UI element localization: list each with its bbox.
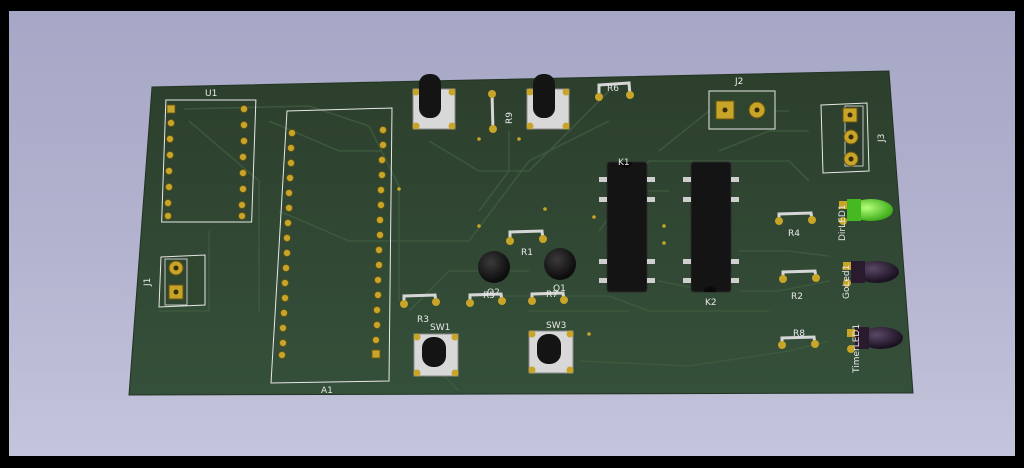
a1-label: A1 (321, 386, 333, 396)
r3-label: R3 (417, 315, 429, 325)
timer-led[interactable]: TimerLED1 (847, 324, 903, 374)
vias (397, 137, 666, 336)
r9-resistor[interactable]: R9 (488, 90, 515, 133)
r3-resistor[interactable]: R3 (400, 293, 440, 325)
a1-module-header[interactable]: A1 (270, 107, 393, 396)
r8-label: R8 (793, 329, 805, 339)
goled-label: GoLed1 (842, 265, 852, 299)
j3-label: J3 (877, 134, 887, 143)
r2-label: R2 (791, 292, 803, 302)
top-switch-right[interactable] (526, 74, 570, 130)
r9-label: R9 (505, 112, 515, 124)
k2-label: K2 (705, 298, 717, 308)
pcb-render[interactable]: U1 (9, 11, 1015, 456)
a1-right-pads (371, 126, 387, 359)
dirled-label: DirLED1 (838, 205, 848, 242)
q1-label: Q1 (553, 284, 566, 294)
r2-resistor[interactable]: R2 (779, 269, 820, 302)
q1-transistor[interactable]: Q1 (544, 248, 576, 294)
r4-label: R4 (788, 229, 800, 239)
r8-resistor[interactable]: R8 (778, 329, 819, 349)
3d-viewport[interactable]: U1 (9, 11, 1015, 456)
k2-relay-ic[interactable]: K2 (683, 161, 739, 308)
sw3-label: SW3 (546, 321, 566, 331)
r6-label: R6 (607, 84, 619, 94)
sw1-button[interactable]: SW1 (413, 323, 459, 377)
timerled-label: TimerLED1 (852, 324, 862, 374)
j2-label: J2 (734, 77, 743, 87)
u1-right-pads (238, 105, 248, 220)
k1-label: K1 (618, 158, 630, 168)
j2-connector[interactable]: J2 (708, 77, 776, 130)
r6-resistor[interactable]: R6 (595, 81, 634, 101)
r1-resistor[interactable]: R1 (506, 229, 547, 258)
j1-connector[interactable]: J1 (143, 254, 206, 308)
j3-connector[interactable]: J3 (820, 102, 887, 174)
k1-relay-ic[interactable]: K1 (599, 158, 655, 293)
r5-label: R5 (483, 291, 495, 301)
r7-resistor[interactable]: R7 (528, 290, 568, 305)
dir-led[interactable]: DirLED1 (838, 199, 893, 241)
sw3-button[interactable]: SW3 (528, 321, 574, 374)
u1-dip-socket[interactable]: U1 (161, 89, 257, 223)
sw1-label: SW1 (430, 323, 450, 333)
r1-label: R1 (521, 248, 533, 258)
u1-label: U1 (205, 89, 217, 99)
r5-resistor[interactable]: R5 (466, 291, 506, 307)
go-led[interactable]: GoLed1 (842, 261, 899, 299)
r4-resistor[interactable]: R4 (775, 211, 816, 239)
top-switch-left[interactable] (412, 74, 456, 130)
a1-left-pads (278, 129, 296, 359)
u1-left-pads (164, 104, 176, 220)
r7-label: R7 (546, 290, 558, 300)
j1-label: J1 (143, 278, 153, 287)
